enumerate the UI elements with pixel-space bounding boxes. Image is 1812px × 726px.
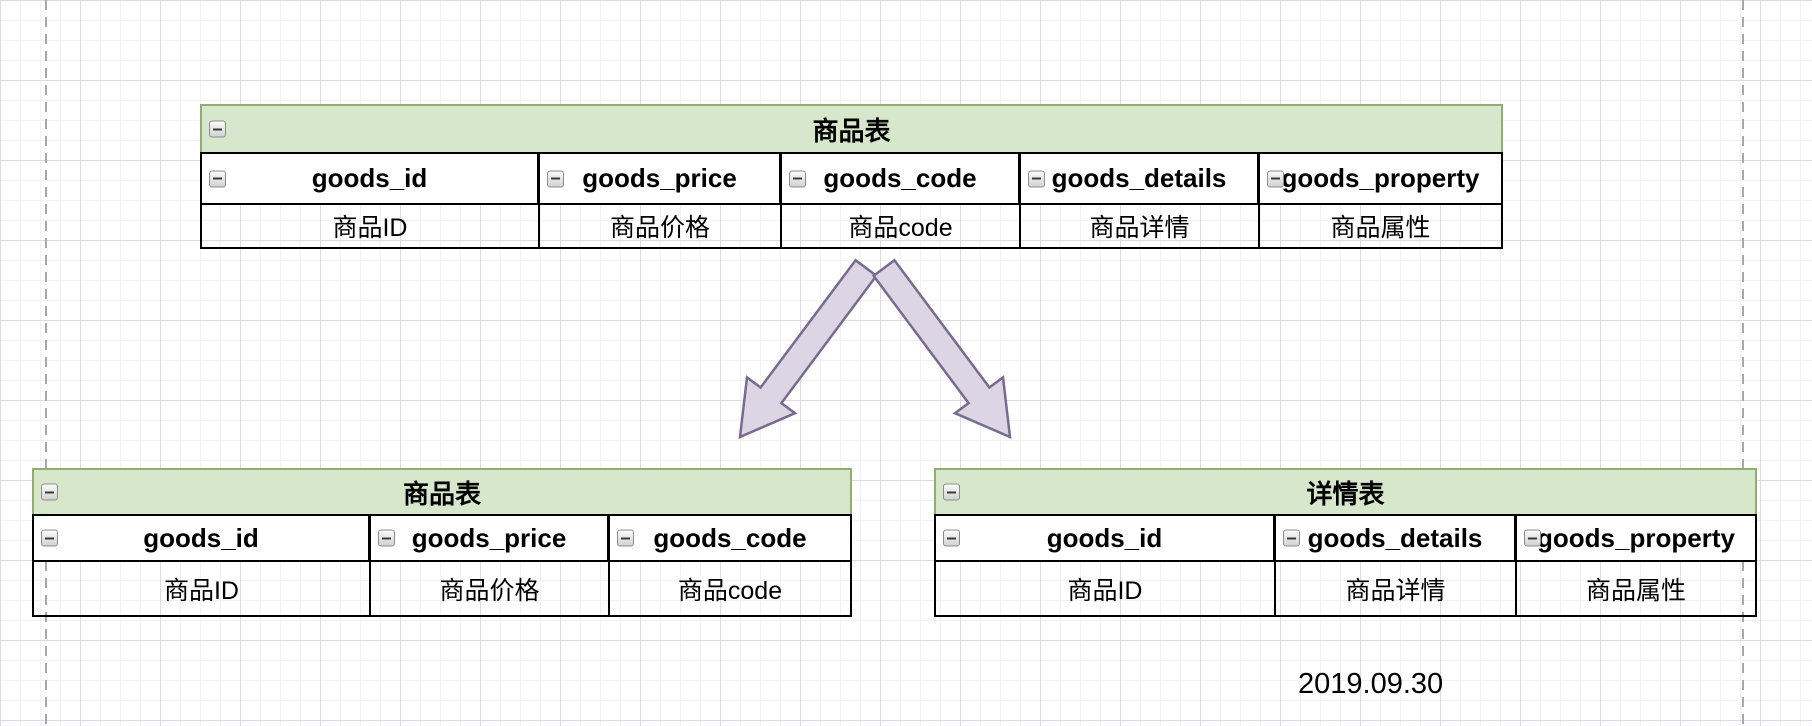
column-desc: 商品详情: [1276, 562, 1517, 615]
collapse-icon[interactable]: [1283, 529, 1300, 547]
collapse-icon[interactable]: [1028, 170, 1045, 187]
collapse-icon[interactable]: [943, 483, 960, 501]
column-header: goods_id: [936, 516, 1276, 560]
table-title: 详情表: [1306, 478, 1385, 509]
column-name: goods_property: [1537, 522, 1735, 553]
column-desc: 商品价格: [540, 205, 782, 247]
column-desc-row: 商品ID 商品价格 商品code: [34, 562, 850, 615]
collapse-icon[interactable]: [547, 170, 564, 187]
date-label: 2019.09.30: [1298, 668, 1444, 700]
column-header: goods_code: [610, 516, 850, 560]
column-header: goods_price: [371, 516, 610, 560]
collapse-icon[interactable]: [41, 529, 58, 547]
column-desc-row: 商品ID 商品详情 商品属性: [936, 562, 1755, 615]
page-guide-left: [45, 0, 47, 726]
collapse-icon[interactable]: [41, 483, 58, 501]
column-name: goods_property: [1281, 163, 1480, 193]
table-goods-split[interactable]: 商品表 goods_id goods_price goods_code 商品ID: [32, 468, 852, 617]
column-desc-row: 商品ID 商品价格 商品code 商品详情 商品属性: [202, 205, 1501, 247]
column-name: goods_code: [653, 522, 807, 553]
collapse-icon[interactable]: [209, 120, 226, 138]
collapse-icon[interactable]: [789, 170, 806, 187]
table-body: goods_id goods_price goods_code 商品ID 商品价…: [32, 514, 852, 617]
table-title: 商品表: [402, 478, 481, 509]
column-desc: 商品属性: [1585, 576, 1686, 605]
column-desc: 商品ID: [202, 205, 540, 247]
column-header-row: goods_id goods_details goods_property: [936, 516, 1755, 562]
column-header-row: goods_id goods_price goods_code goods_de…: [202, 154, 1501, 205]
column-header: goods_details: [1021, 154, 1260, 203]
column-name: goods_details: [1051, 163, 1227, 193]
column-header: goods_id: [34, 516, 371, 560]
column-desc: 商品价格: [371, 562, 610, 615]
column-desc: 商品详情: [1021, 205, 1260, 247]
table-goods-original[interactable]: 商品表 goods_id goods_price goods_code: [200, 104, 1503, 249]
collapse-icon[interactable]: [209, 170, 226, 187]
column-header: goods_property: [1517, 516, 1755, 560]
collapse-icon[interactable]: [1524, 529, 1541, 547]
column-name: goods_id: [311, 163, 428, 193]
table-body: goods_id goods_details goods_property 商品…: [934, 514, 1757, 617]
table-title-bar: 详情表: [934, 468, 1757, 514]
table-title-bar: 商品表: [200, 104, 1503, 152]
split-arrow-down-left-icon: [738, 258, 879, 440]
column-desc: 商品属性: [1330, 214, 1431, 242]
column-header: goods_property: [1260, 154, 1501, 203]
column-header: goods_details: [1276, 516, 1517, 560]
column-desc: 商品code: [677, 576, 783, 605]
table-body: goods_id goods_price goods_code goods_de…: [200, 152, 1503, 249]
table-details-split[interactable]: 详情表 goods_id goods_details goods_propert…: [934, 468, 1757, 617]
column-name: goods_id: [143, 522, 259, 553]
collapse-icon[interactable]: [617, 529, 634, 547]
column-desc: 商品ID: [936, 562, 1276, 615]
column-desc: 商品code: [782, 205, 1021, 247]
page-guide-right: [1742, 0, 1744, 726]
column-name: goods_code: [823, 163, 977, 193]
collapse-icon[interactable]: [378, 529, 395, 547]
column-header-row: goods_id goods_price goods_code: [34, 516, 850, 562]
column-name: goods_id: [1046, 522, 1163, 553]
column-desc: 商品ID: [34, 562, 371, 615]
column-name: goods_price: [411, 522, 567, 553]
table-title: 商品表: [812, 115, 891, 146]
split-arrow-down-right-icon: [871, 258, 1012, 440]
column-name: goods_details: [1307, 522, 1483, 553]
collapse-icon[interactable]: [943, 529, 960, 547]
collapse-icon[interactable]: [1267, 170, 1284, 187]
column-header: goods_id: [202, 154, 540, 203]
column-name: goods_price: [582, 163, 737, 193]
column-header: goods_code: [782, 154, 1021, 203]
column-header: goods_price: [540, 154, 782, 203]
table-title-bar: 商品表: [32, 468, 852, 514]
